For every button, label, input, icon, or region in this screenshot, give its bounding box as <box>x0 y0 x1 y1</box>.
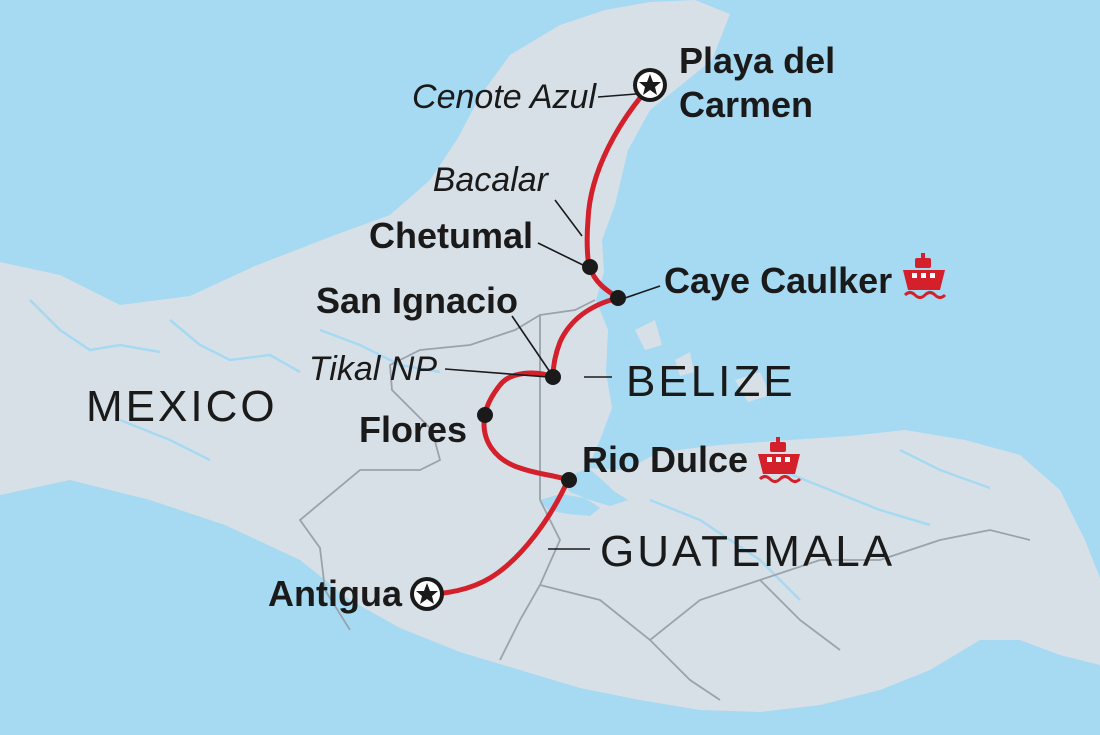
san-ignacio-dot-icon <box>545 369 561 385</box>
chetumal-label: Chetumal <box>369 215 533 256</box>
playa-label-line2: Carmen <box>679 84 813 125</box>
caye-caulker-dot-icon <box>610 290 626 306</box>
chetumal-dot-icon <box>582 259 598 275</box>
borders <box>298 299 1031 701</box>
guatemala-label: GUATEMALA <box>600 527 895 576</box>
antigua-label: Antigua <box>268 573 403 614</box>
caye-caulker-label: Caye Caulker <box>664 260 892 301</box>
rio-dulce-boat-icon <box>758 437 802 483</box>
leader-lines <box>444 93 661 550</box>
rio-dulce-dot-icon <box>561 472 577 488</box>
rivers <box>29 299 991 601</box>
antigua-star-icon <box>410 577 444 611</box>
playa-label-line1: Playa del <box>679 40 835 81</box>
san-ignacio-label: San Ignacio <box>316 280 518 321</box>
belize-label: BELIZE <box>626 357 796 406</box>
route <box>425 83 653 597</box>
rio-dulce-label: Rio Dulce <box>582 439 748 480</box>
flores-dot-icon <box>477 407 493 423</box>
bacalar-label: Bacalar <box>433 161 550 199</box>
cenote-azul-label: Cenote Azul <box>412 78 597 116</box>
mexico-label: MEXICO <box>86 382 278 431</box>
playa-star-icon <box>633 68 667 102</box>
stop-markers <box>477 259 626 488</box>
pacific-ocean <box>0 468 1100 735</box>
tikal-label: Tikal NP <box>309 350 437 388</box>
caye-caulker-boat-icon <box>903 253 947 299</box>
flores-label: Flores <box>359 409 467 450</box>
